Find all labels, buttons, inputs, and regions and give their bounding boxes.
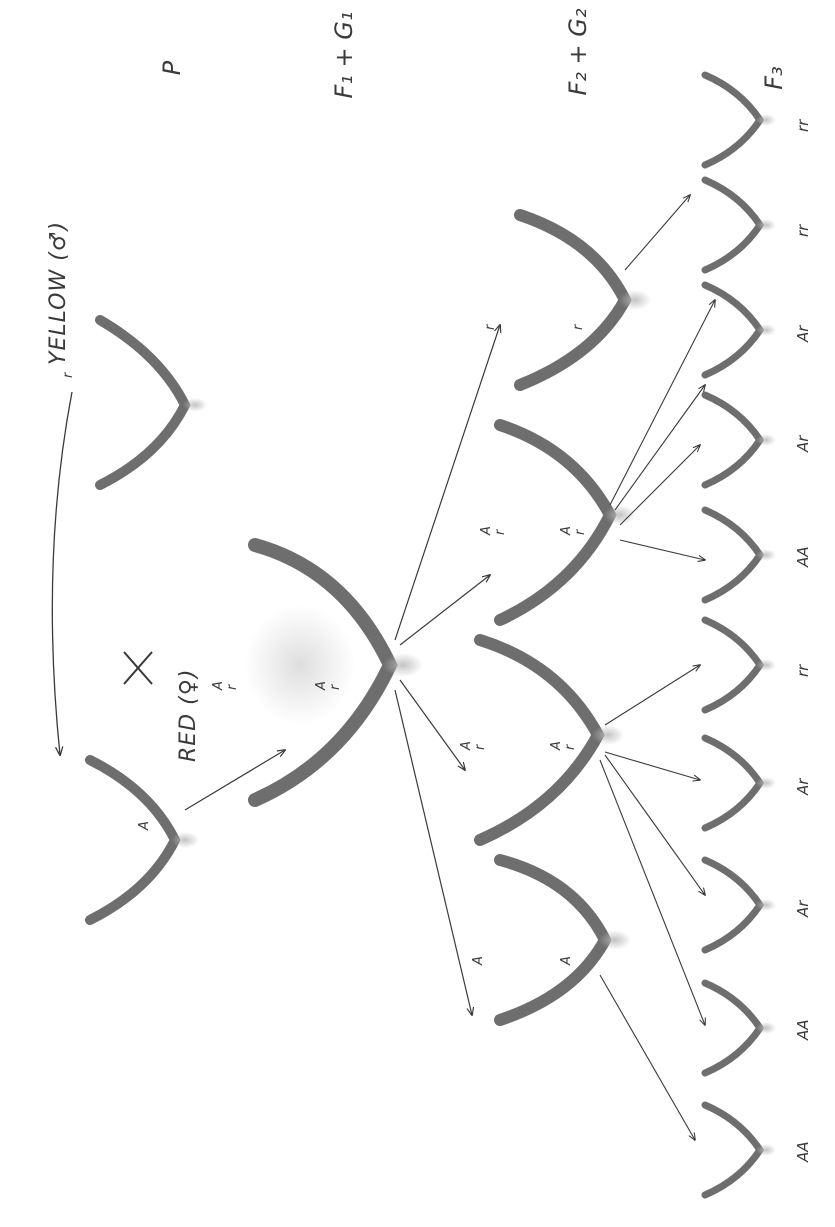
svg-text:r: r [483, 323, 498, 330]
flower-f2-1: A A [471, 854, 631, 1026]
f3-genotype-label: AA [794, 546, 812, 568]
f3-flower-3: Ar [701, 856, 812, 954]
svg-text:A: A [137, 821, 152, 831]
arrow-f2-2-to-f3-5 [604, 665, 700, 726]
arrow-f1-to-f2-2 [399, 679, 465, 770]
svg-text:A: A [211, 681, 226, 691]
f3-genotype-label: rr [794, 119, 812, 132]
gen-label-f1: F₁ + G₁ [330, 11, 358, 98]
svg-text:r: r [573, 528, 588, 535]
arrow-f2-3-to-f3-7 [619, 445, 700, 526]
arrow-f2-2-to-f3-4 [604, 751, 700, 780]
svg-text:r: r [493, 528, 508, 535]
arrow-f2-4-to-f3-10 [624, 195, 690, 271]
arrow-f1-to-f2-4 [394, 325, 500, 641]
svg-text:P: P [158, 60, 186, 75]
svg-text:F₂ + G₂: F₂ + G₂ [564, 8, 592, 95]
svg-text:r: r [571, 323, 586, 330]
f3-flower-6: AA [701, 506, 812, 604]
f3-flower-2: AA [701, 979, 812, 1077]
flower-parent-yellow: r [61, 315, 207, 490]
f3-genotype-label: Ar [794, 900, 812, 918]
svg-text:A: A [559, 956, 574, 966]
parent-male-label: YELLOW (♂) [46, 221, 71, 365]
arrow-f2-1-to-f3-1 [599, 974, 695, 1140]
svg-text:A: A [459, 741, 474, 751]
f3-flower-7: Ar [701, 391, 812, 489]
svg-text:A: A [471, 956, 486, 966]
f3-flower-1: AA [701, 1101, 812, 1199]
gen-label-p: P [158, 60, 186, 75]
f3-genotype-label: rr [794, 664, 812, 677]
gen-label-f2: F₂ + G₂ [564, 8, 592, 95]
arrow-f2-3-to-f3-8 [614, 385, 705, 511]
svg-text:A: A [479, 526, 494, 536]
f3-flower-5: rr [701, 616, 812, 714]
arrow-red-to-f1 [184, 750, 285, 811]
svg-text:r: r [563, 743, 578, 750]
svg-text:RED (♀): RED (♀) [176, 669, 201, 762]
svg-text:A: A [549, 741, 564, 751]
arrow-f2-2-to-f3-2 [599, 759, 705, 1025]
arrow-f1-to-f2-3 [399, 575, 490, 646]
arrow-f2-3-to-f3-9 [609, 300, 715, 506]
svg-text:r: r [61, 371, 76, 378]
pollen-transfer-arrow [51, 391, 73, 755]
svg-text:YELLOW (♂): YELLOW (♂) [46, 221, 71, 365]
flower-f2-2: A r A r [459, 634, 624, 846]
flower-f2-3: A r A r [479, 419, 636, 626]
f3-genotype-label: AA [794, 1141, 812, 1163]
svg-text:F₁ + G₁: F₁ + G₁ [330, 11, 358, 98]
arrow-f2-3-to-f3-6 [619, 539, 705, 560]
gen-label-f3: F₃ [760, 66, 788, 89]
flower-f1: A r A r [211, 538, 423, 807]
f3-genotype-label: rr [794, 224, 812, 237]
f3-flower-9: rr [701, 176, 812, 274]
f3-genotype-label: Ar [794, 778, 812, 796]
f3-genotype-label: Ar [794, 435, 812, 453]
f3-flower-10: rr [701, 71, 812, 169]
flower-f2-4: r r [483, 209, 651, 391]
flower-parent-red: A [85, 755, 199, 925]
cross-symbol [123, 651, 153, 685]
f3-flower-4: Ar [701, 734, 812, 832]
f3-genotype-label: Ar [794, 325, 812, 343]
svg-text:r: r [473, 743, 488, 750]
f3-flower-8: Ar [701, 281, 812, 379]
svg-text:F₃: F₃ [760, 66, 788, 89]
svg-text:r: r [225, 683, 240, 690]
svg-text:A: A [559, 526, 574, 536]
parent-female-label: RED (♀) [176, 669, 201, 762]
arrow-f2-2-to-f3-3 [604, 754, 705, 895]
arrow-f1-to-f2-1 [394, 689, 472, 1015]
f3-genotype-label: AA [794, 1019, 812, 1041]
svg-text:A: A [314, 681, 329, 691]
svg-text:r: r [328, 683, 343, 690]
